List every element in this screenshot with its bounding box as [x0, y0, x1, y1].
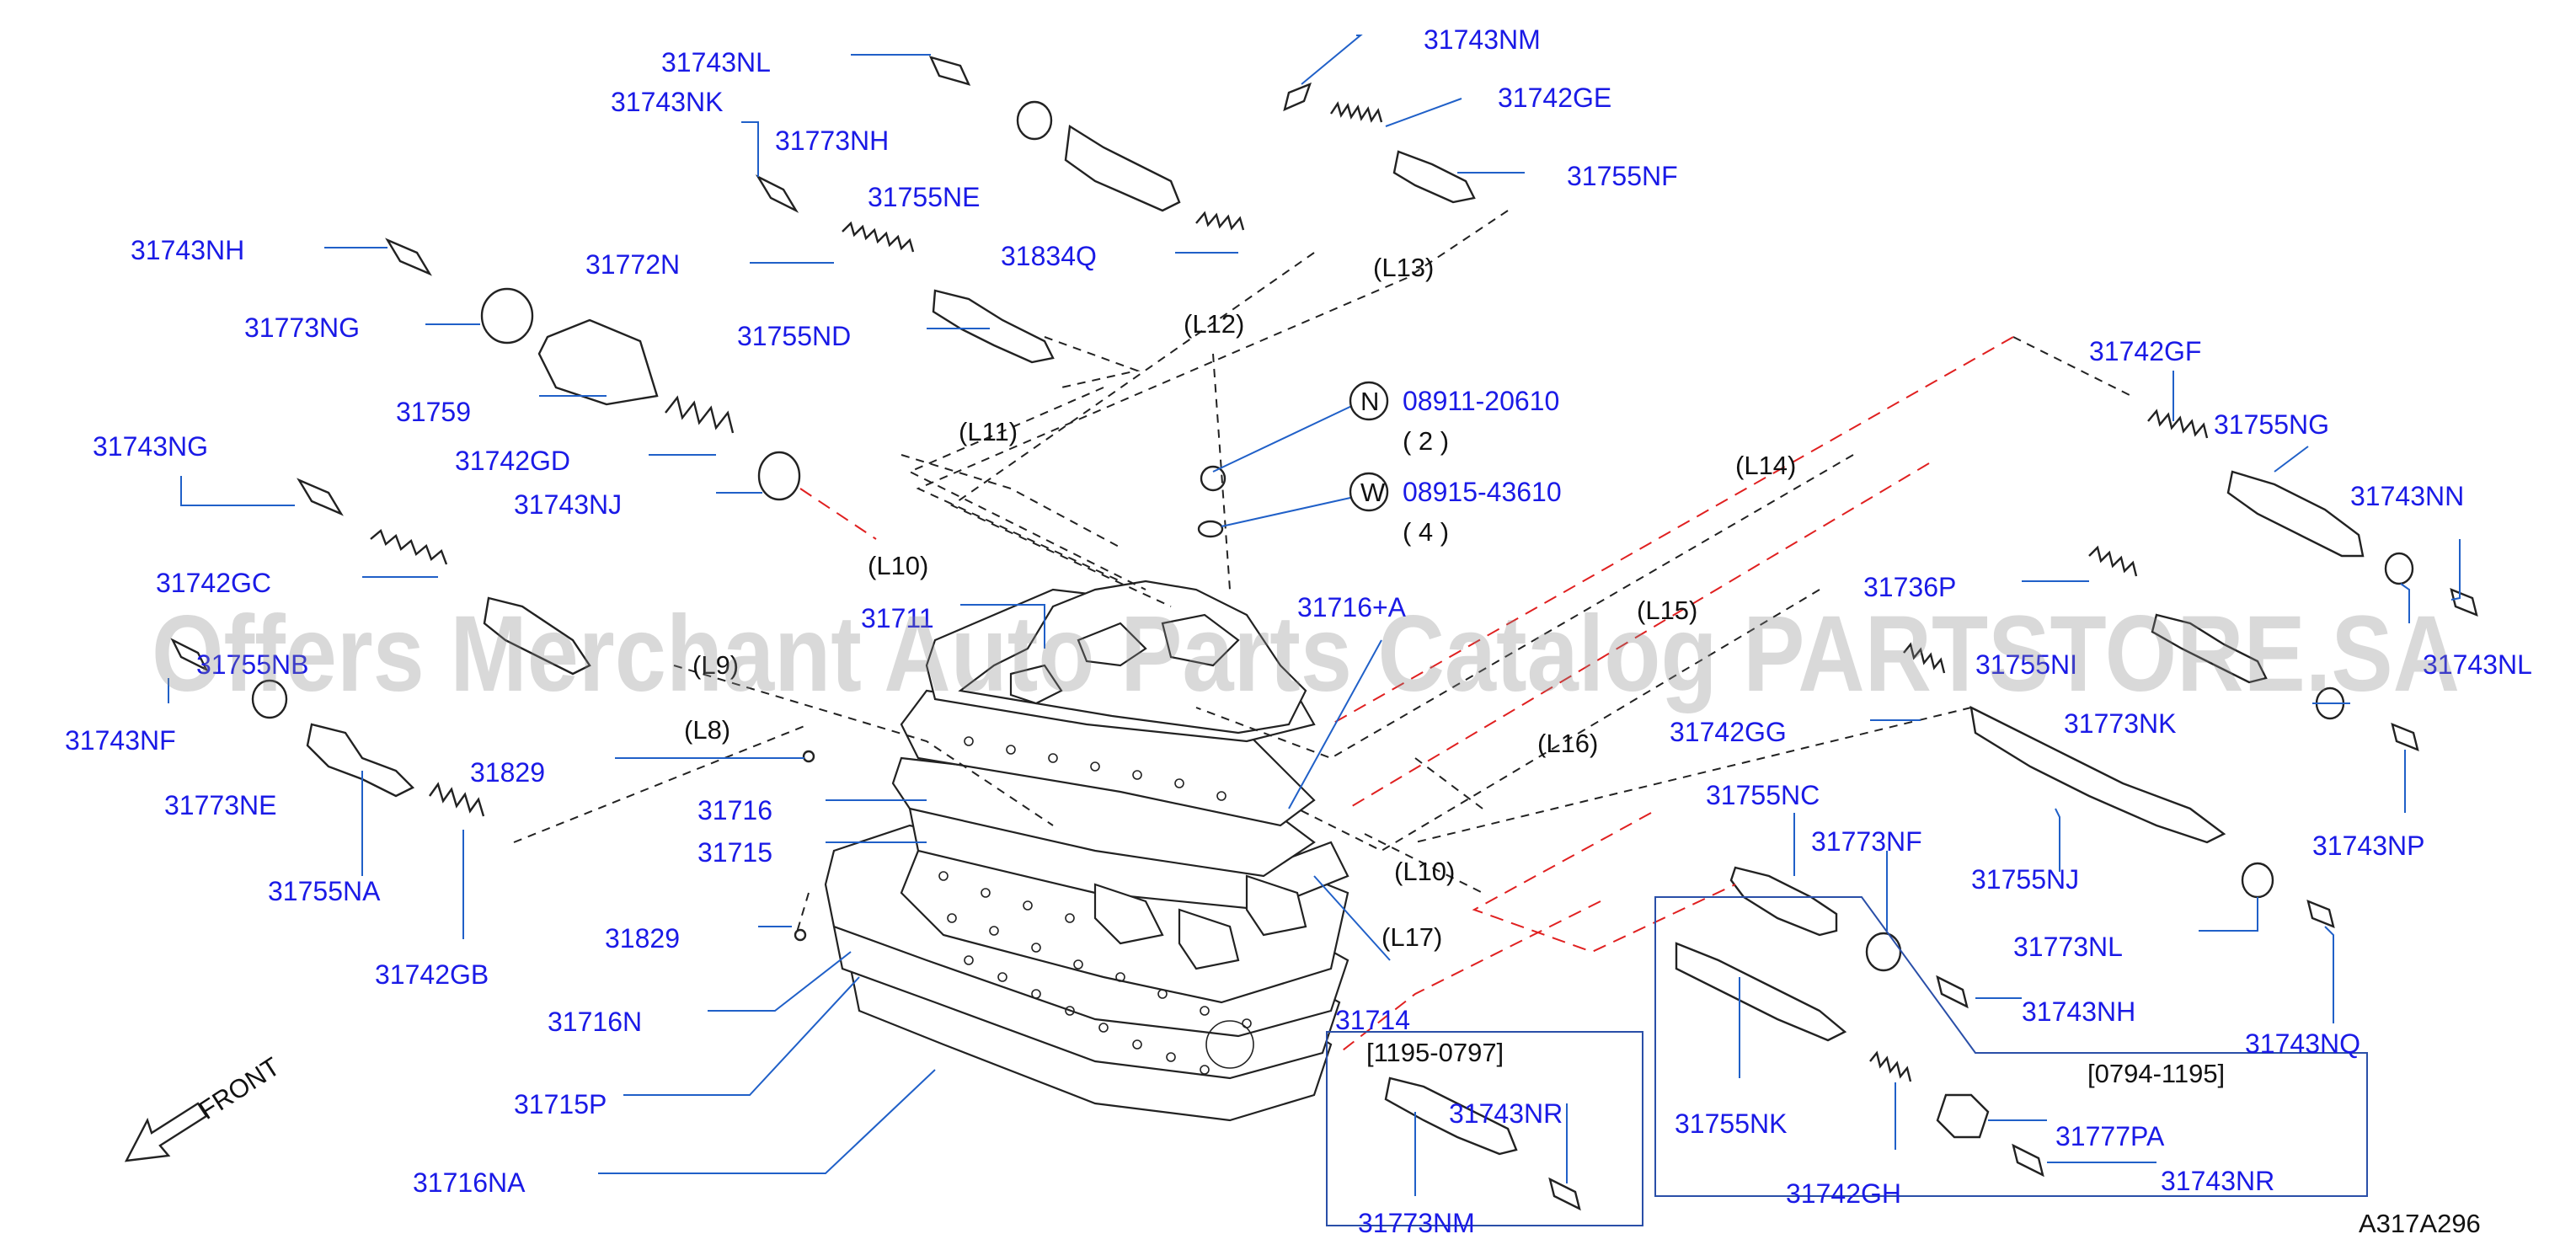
part-number-label: 31755ND [737, 321, 851, 351]
part-number-label: 31742GF [2089, 336, 2201, 366]
variant-label-1195-0797: [1195-0797] [1366, 1038, 1504, 1067]
control-valve-body-stack [824, 580, 1349, 1122]
line-reference-label: (L10) [1394, 857, 1455, 886]
part-number-label: 31743NJ [514, 489, 622, 520]
front-label: FRONT [194, 1051, 286, 1125]
part-number-label: 31773NG [244, 312, 360, 343]
part-number-label: 31716+A [1297, 592, 1407, 622]
part-number-label: 31777PA [2055, 1121, 2165, 1151]
line-reference-label: (L16) [1537, 729, 1598, 758]
fastener-quantity: ( 2 ) [1403, 426, 1449, 456]
part-number-label: 31773NH [775, 126, 889, 156]
part-number-label: 31834Q [1001, 241, 1097, 271]
part-number-label: 31715 [697, 837, 772, 868]
part-number-label: 31743NL [2423, 649, 2532, 680]
part-number-label: 31714 [1335, 1005, 1410, 1035]
part-number-label: 31755NJ [1971, 864, 2079, 895]
part-number-label: 31743NQ [2245, 1028, 2360, 1059]
part-number-label: 31743NH [2022, 996, 2135, 1027]
part-number-label: 31773NF [1811, 826, 1922, 857]
part-number-label: 31743NL [661, 47, 771, 77]
part-number-label: 31773NK [2064, 708, 2176, 739]
variant-box-0794-1195 [1654, 896, 2368, 1197]
fastener-n-symbol [1349, 381, 1389, 421]
part-number-label: 31743NH [131, 235, 244, 265]
part-number-label: 31716 [697, 795, 772, 825]
part-number-label: 31755NI [1975, 649, 2077, 680]
part-number-label: 31773NM [1358, 1208, 1475, 1238]
part-number-label: 31742GB [375, 959, 489, 990]
part-number-label: 31773NL [2013, 932, 2123, 962]
part-number-label: 31743NR [1449, 1098, 1563, 1129]
line-reference-label: (L15) [1637, 596, 1697, 625]
fastener-part-number: 08915-43610 [1403, 477, 1562, 507]
line-reference-label: (L9) [692, 650, 739, 680]
part-number-label: 31772N [585, 249, 680, 280]
fastener-quantity: ( 4 ) [1403, 517, 1449, 547]
part-number-label: 31743NM [1424, 24, 1541, 55]
part-number-label: 31829 [605, 923, 680, 954]
part-number-label: 31755NG [2214, 409, 2329, 440]
variant-label-0794-1195: [0794-1195] [2087, 1059, 2225, 1088]
part-number-label: 31716NA [413, 1167, 526, 1198]
part-number-label: 31742GE [1498, 83, 1611, 113]
line-reference-label: (L14) [1735, 451, 1796, 480]
reference-lines [513, 210, 2132, 1054]
part-number-label: 31743NF [65, 725, 176, 756]
fastener-part-number: 08911-20610 [1403, 386, 1559, 416]
line-reference-label: (L10) [868, 551, 928, 580]
part-labels: 31743NL 31743NM 31743NK 31773NH 31742GE 31755… [65, 24, 2532, 1238]
part-number-label: 31743NG [93, 431, 208, 462]
watermark: Offers Merchant Auto Parts Catalog PARTS… [152, 594, 2460, 714]
part-number-label: 31773NE [164, 790, 276, 820]
part-number-label: 31742GH [1786, 1178, 1901, 1209]
part-number-label: 31742GG [1670, 717, 1787, 747]
part-number-label: 31711 [861, 603, 934, 633]
part-number-label: 31716N [548, 1007, 642, 1037]
part-number-label: 31742GC [156, 568, 271, 598]
part-number-label: 31742GD [455, 446, 570, 476]
part-number-label: 31755NK [1675, 1108, 1787, 1139]
part-number-label: 31755NC [1706, 780, 1820, 810]
figure-code: A317A296 [2359, 1209, 2481, 1238]
line-reference-label: (L12) [1184, 309, 1244, 339]
part-number-label: 31755NA [268, 876, 381, 906]
front-arrow [124, 1102, 208, 1162]
part-number-label: 31743NR [2161, 1166, 2274, 1196]
fastener-symbol-letter: W [1360, 478, 1386, 507]
valves-and-plugs [251, 100, 2414, 1156]
part-number-label: 31755NF [1567, 161, 1678, 191]
part-number-label: 31829 [470, 757, 545, 788]
springs [370, 101, 2209, 1082]
part-number-label: 31736P [1863, 572, 1956, 602]
fastener-w-symbol [1349, 472, 1389, 512]
line-reference-label: (L17) [1382, 922, 1442, 952]
part-number-label: 31755NB [196, 649, 308, 680]
part-number-label: 31759 [396, 397, 471, 427]
variant-box-1195-0797 [1326, 1031, 1643, 1226]
line-reference-label: (L13) [1373, 253, 1434, 282]
plate-holes [938, 736, 1254, 1075]
leader-lines [168, 35, 2461, 1196]
part-number-label: 31743NK [611, 87, 723, 117]
retainer-clips [170, 56, 2478, 1211]
part-number-label: 31715P [514, 1089, 607, 1119]
fastener-symbol-letter: N [1360, 387, 1379, 416]
line-reference-label: (L11) [959, 417, 1018, 446]
part-number-label: 31743NP [2312, 831, 2424, 861]
part-number-label: 31755NE [868, 182, 980, 212]
line-reference-label: (L8) [684, 715, 730, 745]
part-number-label: 31743NN [2350, 481, 2464, 511]
